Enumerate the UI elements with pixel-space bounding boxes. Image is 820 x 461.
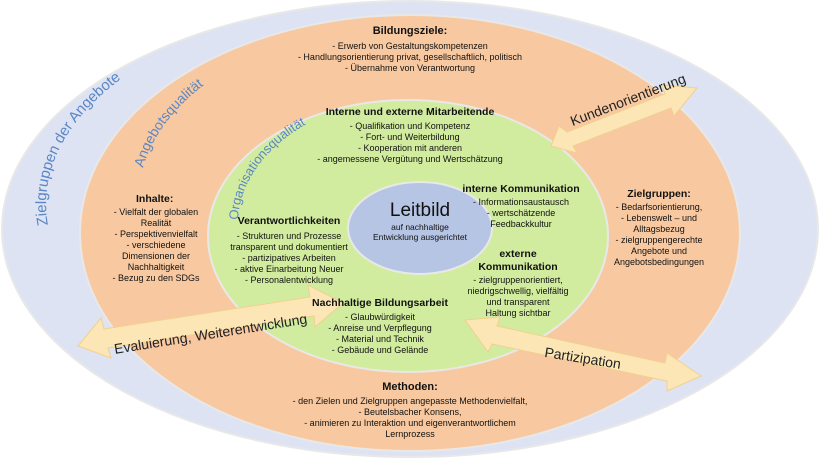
leitbild-ellipse [347, 181, 493, 275]
mitarbeitende-heading: Interne und externe Mitarbeitende [325, 106, 495, 118]
bildungsziele-item: - Übernahme von Verantwortung [344, 63, 476, 73]
arrow-partizipation [464, 316, 703, 392]
bildungsarbeit-item: - Material und Technik [336, 334, 424, 344]
externe-kommunikation-block: externe Kommunikation - zielgruppenorien… [452, 248, 584, 319]
zielgruppen-block: Zielgruppen: - Bedarfsorientierung, - Le… [604, 188, 714, 268]
externe-kommunikation-item: und transparent [486, 297, 550, 307]
mitarbeitende-block: Interne und externe Mitarbeitende - Qual… [300, 106, 520, 165]
externe-kommunikation-item: niedrigschwellig, vielfältig [467, 286, 569, 296]
inhalte-item: - Vielfalt der globalen [113, 207, 199, 217]
zielgruppen-item: Alltagsbezug [633, 224, 685, 234]
bildungsarbeit-item: - Gebäude und Gelände [331, 345, 429, 355]
bildungsziele-item: - Erwerb von Gestaltungskompetenzen [332, 41, 488, 51]
interne-kommunikation-item: - Informationsaustausch [472, 197, 570, 207]
leitbild-subtitle-1: auf nachhaltige [391, 222, 449, 232]
methoden-heading: Methoden: [382, 381, 438, 393]
interne-kommunikation-item: Feedbackkultur [490, 219, 552, 229]
verantwortlichkeiten-block: Verantwortlichkeiten - Strukturen und Pr… [226, 215, 352, 286]
mitarbeitende-item: - Kooperation mit anderen [357, 143, 463, 153]
leitbild-block: Leitbild auf nachhaltige Entwicklung aus… [350, 200, 490, 242]
inhalte-heading: Inhalte: [136, 193, 174, 205]
verantwortlichkeiten-item: - aktive Einarbeitung Neuer [234, 264, 344, 274]
methoden-item: - den Zielen und Zielgruppen angepasste … [292, 396, 528, 406]
bildungsarbeit-item: - Glaubwürdigkeit [344, 312, 416, 322]
mitarbeitende-item: - Qualifikation und Kompetenz [349, 121, 471, 131]
mitarbeitende-item: - angemessene Vergütung und Wertschätzun… [317, 154, 503, 164]
interne-kommunikation-item: - wertschätzende [486, 208, 556, 218]
verantwortlichkeiten-item: - Personalentwicklung [244, 275, 334, 285]
bildungsziele-item: - Handlungsorientierung privat, gesellsc… [297, 52, 523, 62]
zielgruppen-item: - Bedarfsorientierung, [615, 202, 703, 212]
leitbild-title: Leitbild [389, 200, 451, 221]
interne-kommunikation-block: interne Kommunikation - Informationsaust… [458, 183, 584, 230]
verantwortlichkeiten-item: - Strukturen und Prozesse [236, 231, 342, 241]
inhalte-item: Nachhaltigkeit [127, 262, 185, 272]
bildungsarbeit-block: Nachhaltige Bildungsarbeit - Glaubwürdig… [310, 297, 450, 356]
bildungsziele-block: Bildungsziele: - Erwerb von Gestaltungsk… [260, 25, 560, 74]
verantwortlichkeiten-item: - partizipatives Arbeiten [242, 253, 336, 263]
mitarbeitende-item: - Fort- und Weiterbildung [360, 132, 460, 142]
bildungsziele-heading: Bildungsziele: [372, 25, 448, 37]
leitbild-subtitle-2: Entwicklung ausgerichtet [372, 232, 468, 242]
inhalte-item: - Perspektivenvielfalt [114, 229, 198, 239]
verantwortlichkeiten-heading: Verantwortlichkeiten [237, 215, 341, 227]
externe-kommunikation-heading-2: Kommunikation [478, 261, 558, 273]
methoden-block: Methoden: - den Zielen und Zielgruppen a… [260, 381, 560, 440]
methoden-item: - Beutelsbacher Konsens, [358, 407, 462, 417]
zielgruppen-item: - Lebenswelt – und [620, 213, 698, 223]
zielgruppen-heading: Zielgruppen: [627, 188, 691, 200]
externe-kommunikation-item: Haltung sichtbar [485, 308, 551, 318]
zielgruppen-item: - zielgruppengerechte [615, 235, 703, 245]
methoden-item: - animieren zu Interaktion und eigenvera… [304, 418, 516, 428]
externe-kommunikation-item: - zielgruppenorientiert, [473, 275, 563, 285]
inhalte-block: Inhalte: - Vielfalt der globalen Realitä… [100, 193, 212, 284]
inhalte-item: - verschiedene [126, 240, 186, 250]
verantwortlichkeiten-item: transparent und dokumentiert [230, 242, 348, 252]
inhalte-item: Realität [140, 218, 172, 228]
zielgruppen-item: Angebotsbedingungen [613, 257, 705, 267]
bildungsarbeit-heading: Nachhaltige Bildungsarbeit [312, 297, 448, 309]
inhalte-item: Dimensionen der [121, 251, 191, 261]
arrow-evaluierung [77, 284, 344, 359]
bildungsarbeit-item: - Anreise und Verpflegung [328, 323, 432, 333]
inhalte-item: - Bezug zu den SDGs [112, 273, 200, 283]
arrow-kundenorientierung [550, 84, 698, 154]
externe-kommunikation-heading-1: externe [499, 248, 537, 260]
methoden-item: Lernprozess [385, 429, 435, 439]
zielgruppen-item: Angebote und [630, 246, 688, 256]
interne-kommunikation-heading: interne Kommunikation [462, 183, 580, 195]
